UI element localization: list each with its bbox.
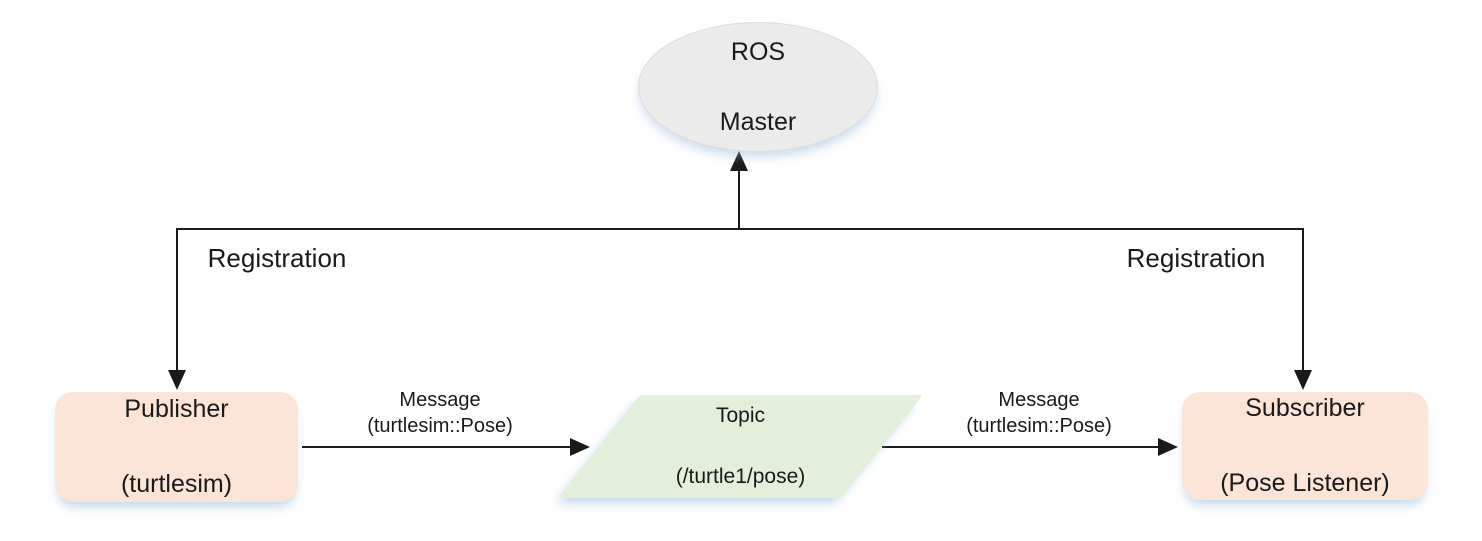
- ros-master-label-line2: Master: [719, 107, 797, 136]
- registration-horizontal-line: [176, 228, 1304, 230]
- publisher-label: Publisher (turtlesim): [121, 353, 232, 541]
- subscriber-label: Subscriber (Pose Listener): [1220, 352, 1390, 540]
- ros-master-label-line1: ROS: [730, 37, 786, 66]
- message-label-left: Message (turtlesim::Pose): [367, 387, 513, 439]
- subscriber-label-line2: (Pose Listener): [1220, 468, 1390, 497]
- arrowhead-right-icon: [1158, 438, 1178, 456]
- publisher-label-line2: (turtlesim): [120, 469, 233, 498]
- message-label-left-line1: Message: [399, 389, 481, 411]
- topic-node: Topic (/turtle1/pose): [558, 395, 923, 498]
- publisher-label-line1: Publisher: [124, 394, 229, 423]
- message-arrow-publisher-to-topic: [302, 446, 572, 448]
- message-label-right: Message (turtlesim::Pose): [966, 387, 1112, 439]
- topic-label: Topic (/turtle1/pose): [676, 370, 806, 522]
- arrowhead-down-icon: [1294, 370, 1312, 390]
- registration-label-right: Registration: [1126, 243, 1266, 273]
- registration-line-to-subscriber: [1302, 228, 1304, 372]
- topic-label-line1: Topic: [715, 403, 766, 427]
- message-label-left-line2: (turtlesim::Pose): [367, 415, 513, 437]
- ros-master-label: ROS Master: [720, 0, 796, 175]
- publisher-node: Publisher (turtlesim): [55, 392, 298, 502]
- ros-master-node: ROS Master: [638, 22, 878, 152]
- registration-label-left: Registration: [207, 243, 347, 273]
- registration-line-to-publisher: [176, 228, 178, 372]
- message-label-right-line1: Message: [998, 389, 1080, 411]
- registration-line-to-ros-master: [738, 169, 740, 230]
- subscriber-label-line1: Subscriber: [1245, 393, 1365, 422]
- arrowhead-down-icon: [168, 370, 186, 390]
- message-arrow-topic-to-subscriber: [882, 446, 1160, 448]
- topic-label-line2: (/turtle1/pose): [675, 464, 806, 488]
- subscriber-node: Subscriber (Pose Listener): [1182, 392, 1428, 500]
- arrowhead-right-icon: [570, 438, 590, 456]
- arrowhead-up-icon: [730, 151, 748, 171]
- message-label-right-line2: (turtlesim::Pose): [966, 415, 1112, 437]
